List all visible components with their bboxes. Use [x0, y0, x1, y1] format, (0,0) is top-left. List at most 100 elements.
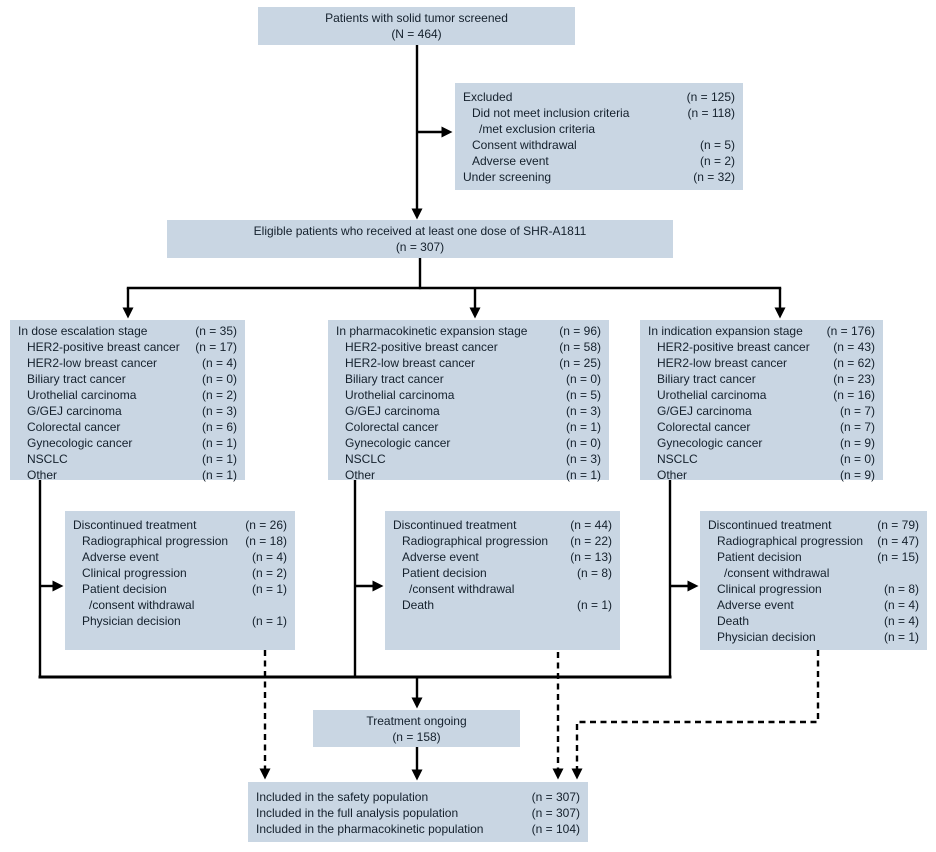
row-label: NSCLC	[27, 452, 68, 466]
screened-box: Patients with solid tumor screened (N = …	[258, 7, 575, 45]
row-label: /consent withdrawal	[724, 566, 830, 580]
row-count: (n = 9)	[839, 468, 875, 482]
row-label: Included in the safety population	[256, 790, 429, 804]
row-count: (n = 79)	[877, 518, 919, 532]
row-count: (n = 1)	[883, 630, 919, 644]
row-count: (n = 4)	[883, 598, 919, 612]
box-row: Excluded(n = 125)	[463, 89, 735, 105]
row-label: Excluded	[463, 90, 513, 104]
row-label: Patient decision	[82, 582, 167, 596]
box-row: Colorectal cancer(n = 6)	[18, 419, 237, 435]
row-count: (n = 16)	[833, 388, 875, 402]
box-row: G/GEJ carcinoma(n = 7)	[648, 403, 875, 419]
row-count: (n = 0)	[565, 372, 601, 386]
row-count: (n = 1)	[201, 436, 237, 450]
row-count: (n = 4)	[883, 614, 919, 628]
screened-line1: Patients with solid tumor screened	[325, 11, 508, 25]
row-label: Urothelial carcinoma	[27, 388, 137, 402]
row-label: Urothelial carcinoma	[345, 388, 455, 402]
row-count: (n = 176)	[826, 324, 875, 338]
box-row: HER2-positive breast cancer (n = 17)	[18, 339, 237, 355]
treatment-ongoing-box: Treatment ongoing (n = 158)	[313, 710, 520, 747]
row-label: HER2-positive breast cancer	[27, 340, 180, 354]
eligible-count: (n = 307)	[395, 240, 445, 254]
ongoing-count: (n = 158)	[392, 729, 441, 744]
row-count: (n = 23)	[833, 372, 875, 386]
row-count: (n = 9)	[839, 436, 875, 450]
box-row: Patient decision (n = 1)	[73, 581, 287, 597]
row-count: (n = 0)	[839, 452, 875, 466]
row-label: Under screening	[463, 170, 552, 184]
box-row: Did not meet inclusion criteria(n = 118)	[463, 105, 735, 121]
row-count: (n = 1)	[251, 582, 287, 596]
box-row: HER2-low breast cancer(n = 4)	[18, 355, 237, 371]
box-row: Clinical progression(n = 8)	[708, 581, 919, 597]
row-count: (n = 0)	[201, 372, 237, 386]
box-row: HER2-positive breast cancer(n = 58)	[336, 339, 601, 355]
row-label: Adverse event	[402, 550, 479, 564]
row-count: (n = 32)	[693, 170, 735, 184]
row-count: (n = 44)	[570, 518, 612, 532]
box-row: Physician decision(n = 1)	[73, 613, 287, 629]
row-count: (n = 4)	[251, 550, 287, 564]
row-label: /consent withdrawal	[89, 598, 195, 612]
box-row: Patient decision (n = 15)	[708, 549, 919, 565]
row-count: (n = 1)	[251, 614, 287, 628]
stage-box-indication-expansion: In indication expansion stage (n = 176) HE…	[640, 320, 883, 482]
row-count: (n = 62)	[833, 356, 875, 370]
box-row: Included in the safety population(n = 30…	[256, 789, 580, 805]
screened-count: (N = 464)	[391, 27, 442, 41]
stage-box-pharmacokinetic-expansion: In pharmacokinetic expansion stage(n = 9…	[328, 320, 609, 482]
row-count: (n = 1)	[201, 452, 237, 466]
row-label: Biliary tract cancer	[27, 372, 126, 386]
row-count: (n = 13)	[570, 550, 612, 564]
box-row: HER2-low breast cancer(n = 62)	[648, 355, 875, 371]
box-row: /met exclusion criteria	[463, 121, 735, 137]
box-row: NSCLC (n = 1)	[18, 451, 237, 467]
row-label: Radiographical progression	[717, 534, 864, 548]
box-row: Included in the pharmacokinetic populati…	[256, 821, 580, 837]
row-label: /consent withdrawal	[409, 582, 515, 596]
box-row: In dose escalation stage(n = 35)	[18, 323, 237, 339]
row-count: (n = 15)	[877, 550, 919, 564]
box-row: Colorectal cancer (n = 7)	[648, 419, 875, 435]
row-count: (n = 104)	[531, 822, 580, 836]
row-count: (n = 5)	[699, 138, 735, 152]
row-count: (n = 43)	[833, 340, 875, 354]
row-count: (n = 6)	[201, 420, 237, 434]
row-count: (n = 307)	[531, 806, 580, 820]
row-label: Colorectal cancer	[657, 420, 751, 434]
row-label: In indication expansion stage	[648, 324, 803, 338]
box-row: In indication expansion stage (n = 176)	[648, 323, 875, 339]
box-row: In pharmacokinetic expansion stage(n = 9…	[336, 323, 601, 339]
box-row: Urothelial carcinoma(n = 5)	[336, 387, 601, 403]
box-row: Biliary tract cancer (n = 0)	[18, 371, 237, 387]
row-count: (n = 2)	[201, 388, 237, 402]
ongoing-line1: Treatment ongoing	[366, 713, 467, 728]
row-label: /met exclusion criteria	[479, 122, 596, 136]
row-label: Death	[717, 614, 750, 628]
row-label: Patient decision	[717, 550, 802, 564]
row-count: (n = 22)	[570, 534, 612, 548]
row-label: G/GEJ carcinoma	[27, 404, 122, 418]
box-row: Physician decision(n = 1)	[708, 629, 919, 645]
box-row: Adverse event(n = 4)	[708, 597, 919, 613]
row-count: (n = 17)	[195, 340, 237, 354]
eligible-line1: Eligible patients who received at least …	[253, 224, 587, 238]
box-row: Clinical progression(n = 2)	[73, 565, 287, 581]
eligible-box: Eligible patients who received at least …	[167, 220, 673, 258]
row-count: (n = 25)	[559, 356, 601, 370]
row-label: Other	[345, 468, 376, 482]
box-row: Gynecologic cancer(n = 0)	[336, 435, 601, 451]
row-count: (n = 3)	[565, 452, 601, 466]
box-row: Consent withdrawal(n = 5)	[463, 137, 735, 153]
box-row: G/GEJ carcinoma(n = 3)	[336, 403, 601, 419]
row-label: Adverse event	[82, 550, 159, 564]
box-row: Included in the full analysis population…	[256, 805, 580, 821]
box-row: HER2-low breast cancer(n = 25)	[336, 355, 601, 371]
box-row: Biliary tract cancer(n = 23)	[648, 371, 875, 387]
row-count: (n = 7)	[839, 420, 875, 434]
discontinued-box-pharmacokinetic-expansion: Discontinued treatment(n = 44)Radiograph…	[385, 511, 620, 650]
row-label: Patient decision	[402, 566, 487, 580]
box-row: Discontinued treatment(n = 79)	[708, 517, 919, 533]
